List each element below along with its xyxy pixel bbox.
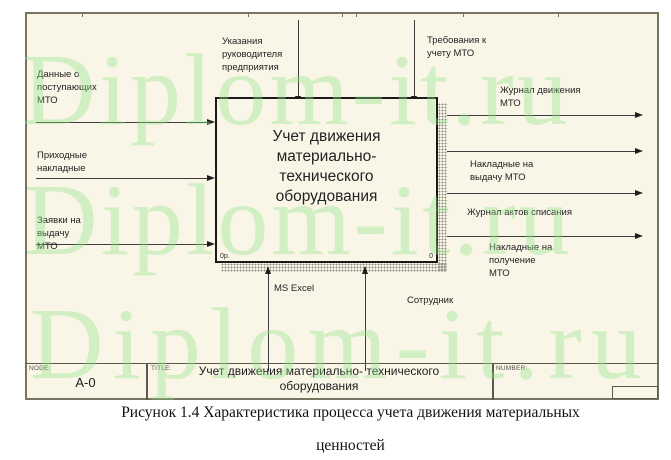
box-cost-tag: 0р. [220,253,230,260]
box-shadow-bottom [221,263,447,272]
label-line: Накладные на [470,159,534,170]
output-label-3: Журнал актов списания [467,206,572,219]
number-label: NUMBER: [496,365,528,372]
input-label-2: Приходные накладные [37,149,87,175]
title-label: TITLE: [151,365,172,372]
number-box [612,386,658,399]
arrowhead-right-icon [635,190,643,196]
arrowhead-up-icon [265,266,271,274]
kit-bar-divider [492,363,494,400]
figure-caption-line-1: Рисунок 1.4 Характеристика процесса учет… [121,404,580,421]
label-line: поступающих [37,82,97,93]
mechanism-arrow-2 [362,266,368,371]
arrowhead-up-icon [362,266,368,274]
label-line: Журнал движения [500,85,581,96]
input-arrow-3 [36,241,215,247]
mechanism-label-2: Сотрудник [407,294,453,307]
kit-bar-divider [146,363,148,400]
figure-caption-line-2: ценностей [316,437,385,454]
label-line: предприятия [222,62,279,73]
output-arrow-2 [447,148,643,154]
kit-title-line-2: оборудования [279,379,359,393]
mechanism-arrow-1 [265,266,271,371]
label-line: оборудования [275,188,378,205]
label-line: MS Excel [274,283,315,294]
label-line: технического [279,168,374,185]
output-arrow-1 [447,112,643,118]
kit-bar-top-line [25,363,659,364]
label-line: Журнал актов списания [467,207,572,218]
input-arrow-1 [36,119,215,125]
arrowhead-right-icon [635,148,643,154]
frame-tick [558,13,559,17]
arrowhead-right-icon [207,119,215,125]
label-line: Заявки на [37,215,81,226]
control-label-1: Указания руководителя предприятия [222,35,282,74]
label-line: Накладные на [489,242,553,253]
box-node-number: 0 [429,253,433,260]
node-value: A-0 [75,375,96,390]
arrowhead-right-icon [207,241,215,247]
label-line: учету МТО [427,48,475,59]
frame-tick [356,13,357,17]
input-label-3: Заявки на выдачу МТО [37,214,81,253]
label-line: Сотрудник [407,295,454,306]
label-line: выдачу МТО [470,172,526,183]
label-line: МТО [500,98,521,109]
label-line: Приходные [37,150,88,161]
label-line: руководителя [222,49,283,60]
frame-tick [82,13,83,17]
label-line: накладные [37,163,86,174]
label-line: МТО [37,95,58,106]
output-arrow-3 [447,190,643,196]
frame-tick [248,13,249,17]
output-arrow-4 [447,233,643,239]
node-label: NODE: [29,365,51,372]
output-label-1: Журнал движения МТО [500,84,581,110]
box-shadow-right [438,103,447,272]
arrowhead-right-icon [635,233,643,239]
process-box-title: Учет движения материально- технического … [217,127,436,207]
label-line: Указания [222,36,263,47]
control-label-2: Требования к учету МТО [427,34,486,60]
control-arrow-2 [411,20,417,104]
label-line: Данные о [37,69,80,80]
frame-tick [342,13,343,17]
label-line: Требования к [427,35,487,46]
label-line: МТО [489,268,510,279]
label-line: выдачу [37,228,70,239]
mechanism-label-1: MS Excel [274,282,314,295]
label-line: материально- [276,148,377,165]
frame-tick [463,13,464,17]
process-box: Учет движения материально- технического … [215,97,438,263]
control-arrow-1 [295,20,301,104]
label-line: МТО [37,241,58,252]
arrowhead-right-icon [635,112,643,118]
label-line: Учет движения [272,128,381,145]
input-arrow-2 [36,175,215,181]
input-label-1: Данные о поступающих МТО [37,68,97,107]
output-label-2: Накладные на выдачу МТО [470,158,533,184]
arrowhead-right-icon [207,175,215,181]
output-label-4: Накладные на получение МТО [489,241,552,280]
kit-title-line-1: Учет движения материально- технического [198,364,440,378]
label-line: получение [489,255,536,266]
